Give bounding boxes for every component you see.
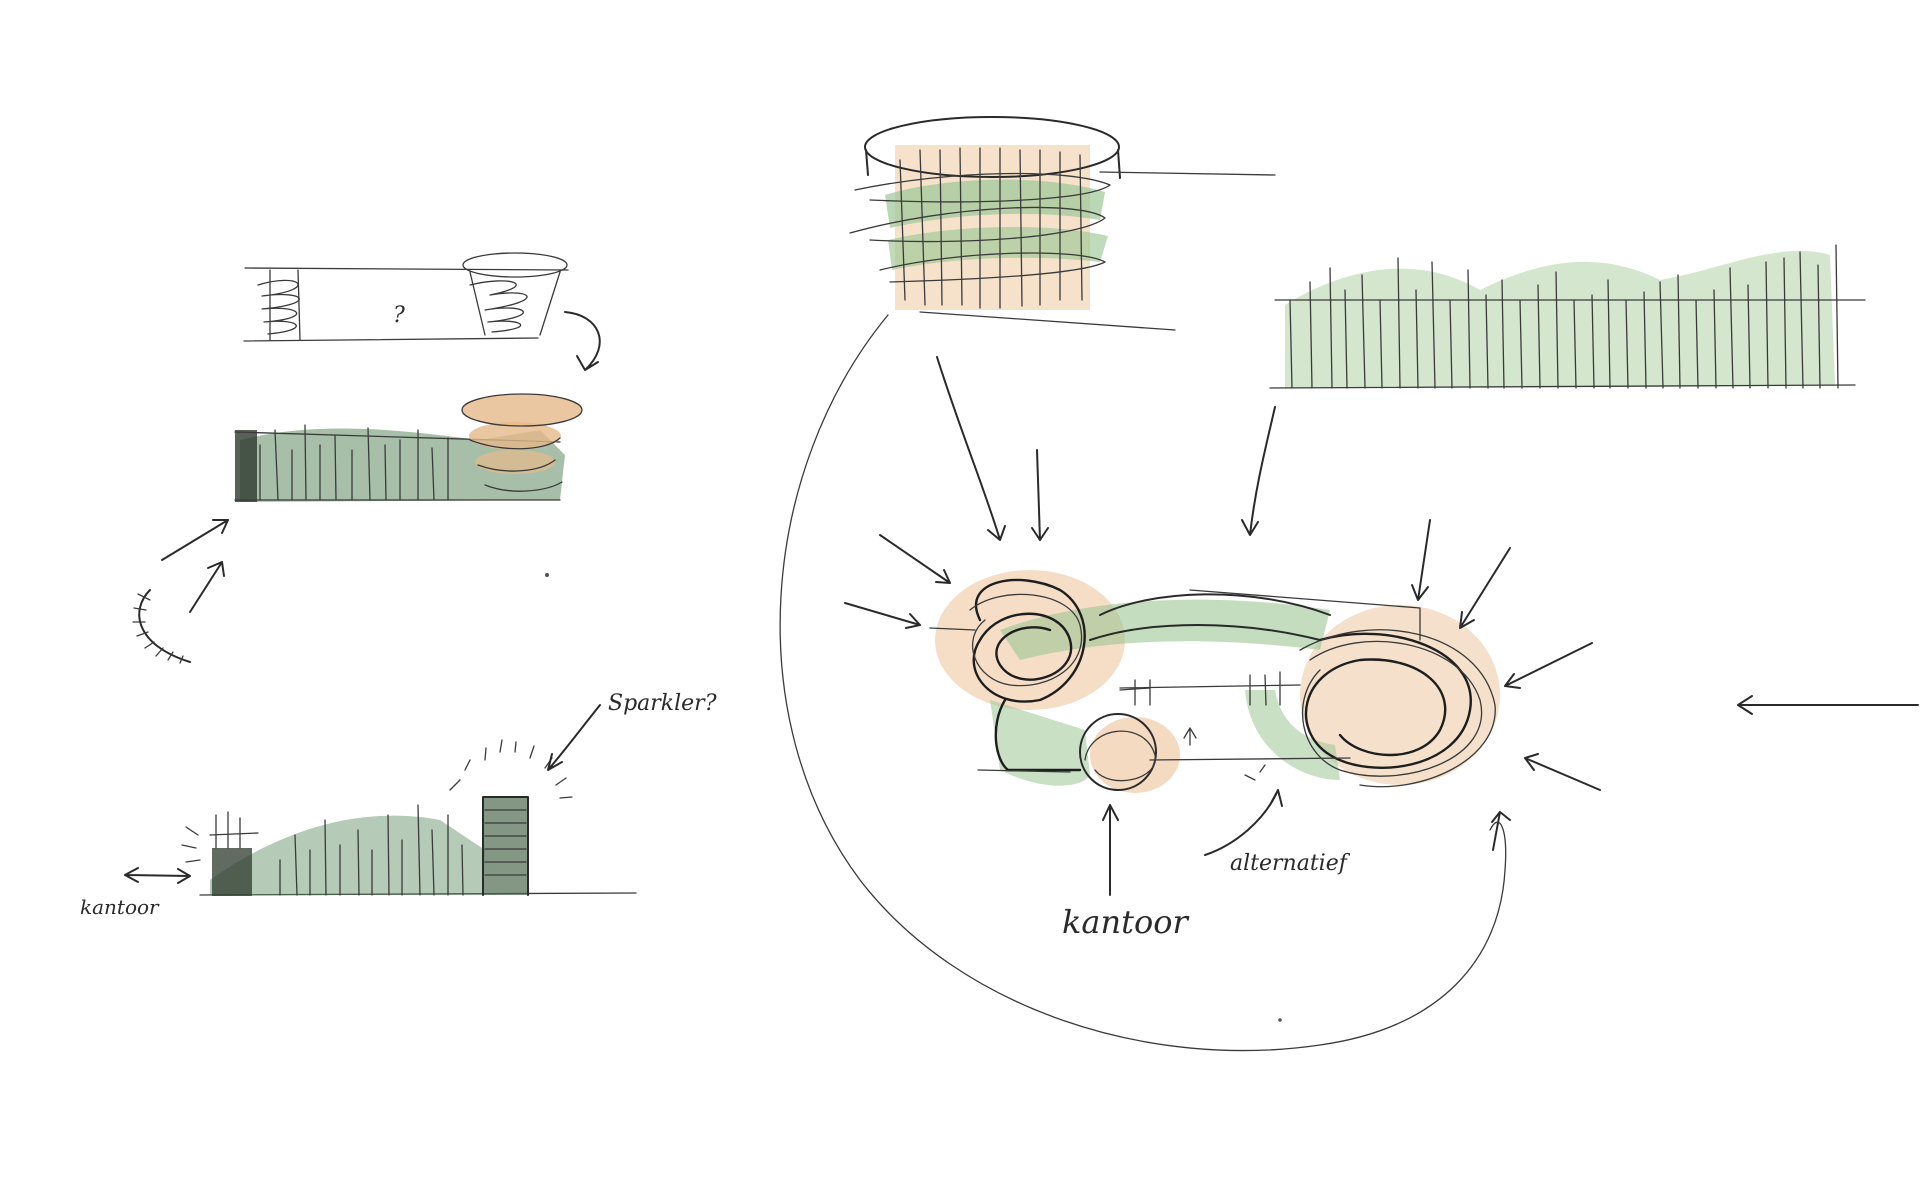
sun-path-arc <box>138 589 191 663</box>
cylinder-tower-sketch <box>849 116 1276 331</box>
paper-speck <box>1278 1018 1282 1022</box>
alternatief-label: alternatief <box>1230 851 1351 876</box>
kantoor-left-label: kantoor <box>80 895 160 919</box>
connecting-loop-curve <box>779 314 1507 1052</box>
kantoor-plan-label: kantoor <box>1062 903 1189 941</box>
arrow-upright-2 <box>189 561 225 613</box>
plan-arrows <box>844 356 1919 896</box>
section-sketch-tower: kantoor Sparkler? <box>80 691 717 919</box>
question-mark-label: ? <box>393 303 405 328</box>
sparkler-label: Sparkler? <box>608 691 717 716</box>
curved-arrow-down <box>564 311 601 371</box>
paper-speck <box>545 573 549 577</box>
elevation-sketch <box>1269 244 1866 389</box>
section-sketch-green-strip <box>234 393 583 502</box>
arrow-upright-1 <box>161 519 229 561</box>
site-plan-sketch <box>929 570 1500 793</box>
section-sketch-spirals: ? <box>243 252 569 342</box>
sun-path-ticks <box>132 593 184 664</box>
